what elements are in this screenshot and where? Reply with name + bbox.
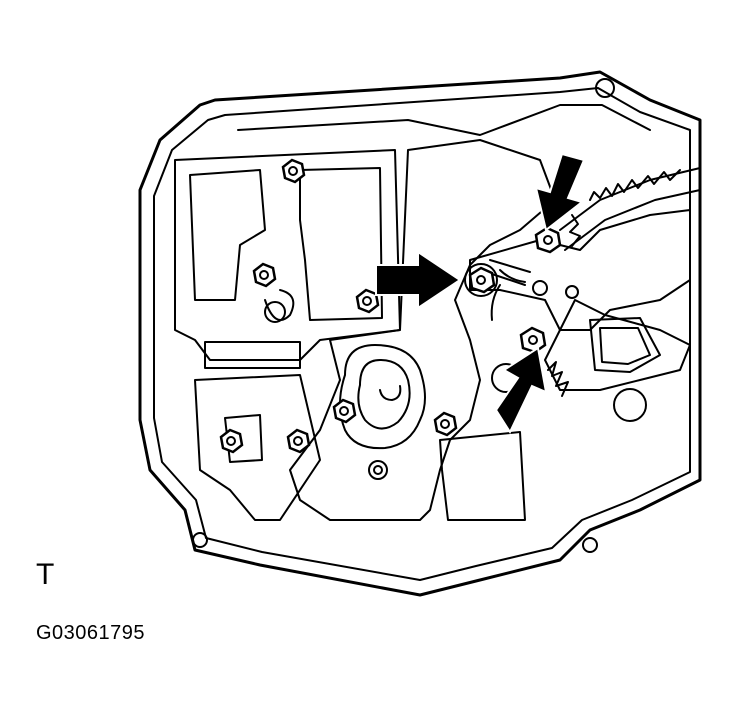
bolt-target-top xyxy=(534,226,562,254)
left-cavity xyxy=(174,149,401,521)
figure-code: G03061795 xyxy=(36,622,146,644)
arrow-top xyxy=(534,152,586,232)
gear-teeth xyxy=(547,169,681,397)
bolt xyxy=(332,398,357,424)
bolts xyxy=(219,158,562,454)
bolt xyxy=(281,158,306,184)
regulator-arm-assembly xyxy=(469,167,701,393)
motor-housing xyxy=(289,139,556,521)
arrow-center xyxy=(375,250,462,310)
bolt xyxy=(286,428,311,454)
bolt-target-bottom xyxy=(519,326,547,354)
panel-outline xyxy=(138,70,702,597)
bolt-target-center xyxy=(464,263,498,297)
callout-arrows xyxy=(375,152,586,435)
bolt xyxy=(219,428,244,454)
bolt xyxy=(355,288,380,314)
mounting-ears xyxy=(192,78,647,553)
bolt xyxy=(433,411,458,437)
view-letter: T xyxy=(36,558,55,591)
arrow-bottom xyxy=(494,346,548,435)
bolt xyxy=(252,262,277,288)
